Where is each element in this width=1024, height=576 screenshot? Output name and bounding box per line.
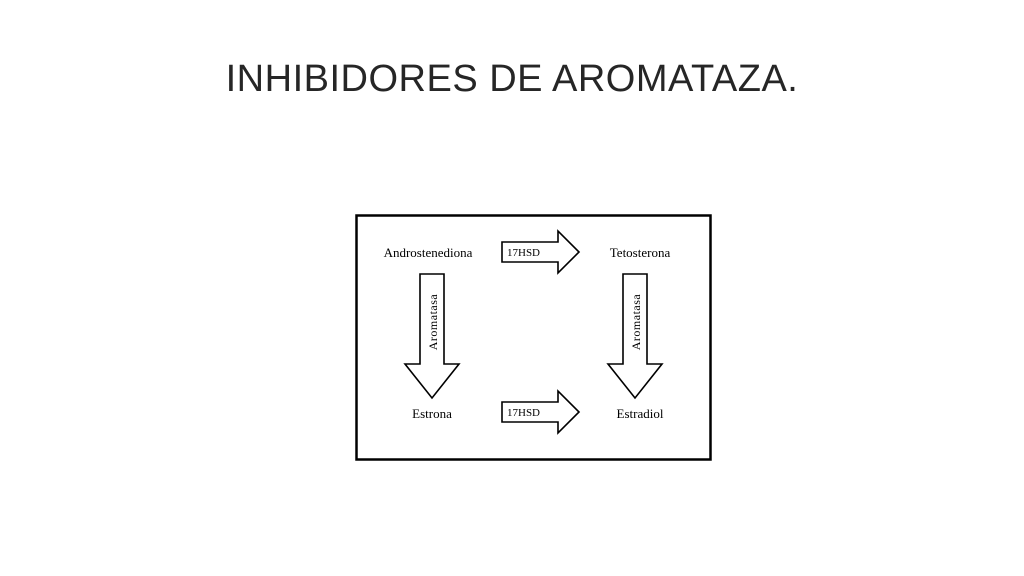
arrow-bottom-17hsd — [501, 389, 581, 435]
node-estrona: Estrona — [412, 406, 452, 421]
diagram-canvas: Androstenediona Tetosterona Estrona Estr… — [355, 214, 712, 461]
arrow-top-17hsd — [501, 229, 581, 275]
node-androstenediona: Androstenediona — [384, 245, 473, 260]
arrow-top-label: 17HSD — [507, 247, 540, 259]
arrow-left-label: Aromatasa — [426, 294, 440, 351]
node-tetosterona: Tetosterona — [610, 245, 671, 260]
slide-title: INHIBIDORES DE AROMATAZA. — [225, 58, 799, 100]
node-estradiol: Estradiol — [617, 406, 664, 421]
aromatase-diagram: Androstenediona Tetosterona Estrona Estr… — [355, 214, 712, 461]
arrow-bottom-label: 17HSD — [507, 407, 540, 419]
arrow-right-aromatasa — [606, 273, 664, 400]
arrow-right-label: Aromatasa — [629, 294, 643, 351]
arrow-left-aromatasa — [403, 273, 461, 400]
